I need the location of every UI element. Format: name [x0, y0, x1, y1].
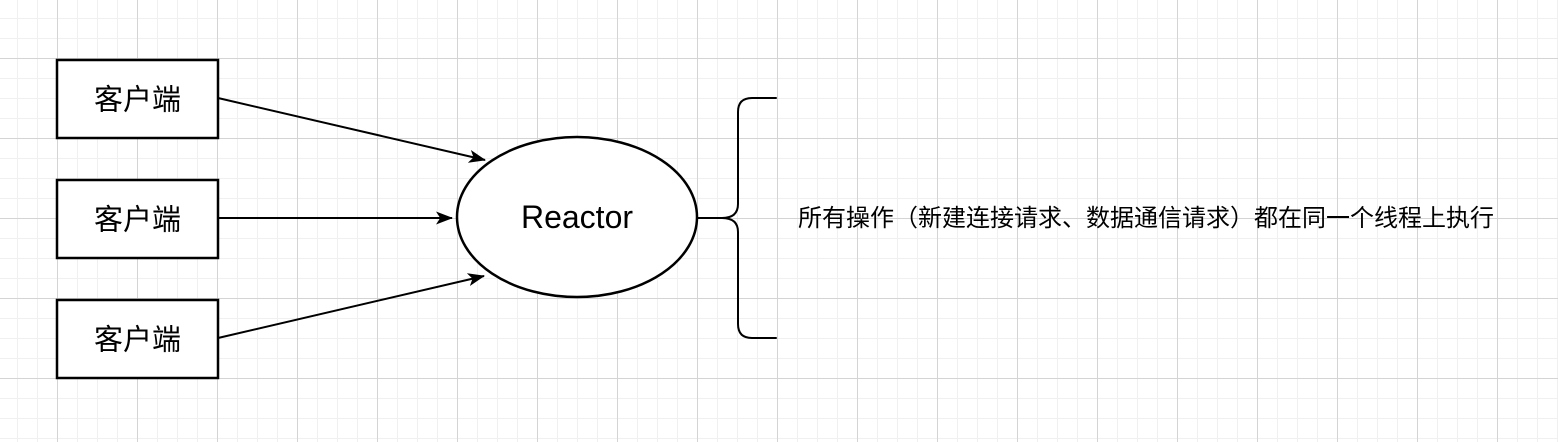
annotation-text: 所有操作（新建连接请求、数据通信请求）都在同一个线程上执行 [798, 205, 1494, 232]
arrow-client1-to-reactor [217, 97, 486, 163]
client-node-2: 客户端 [55, 178, 220, 260]
client-label-3: 客户端 [94, 324, 181, 357]
client-label-2: 客户端 [94, 204, 181, 237]
client-box-2 [55, 178, 220, 260]
client-node-3: 客户端 [55, 298, 220, 380]
client-box-3 [55, 298, 220, 380]
curly-brace [721, 97, 777, 339]
client-node-1: 客户端 [55, 58, 220, 140]
client-box-1 [55, 58, 220, 140]
reactor-node: Reactor [455, 135, 699, 299]
client-label-1: 客户端 [94, 84, 181, 117]
arrow-client3-to-reactor [217, 273, 485, 339]
reactor-label: Reactor [521, 199, 633, 235]
